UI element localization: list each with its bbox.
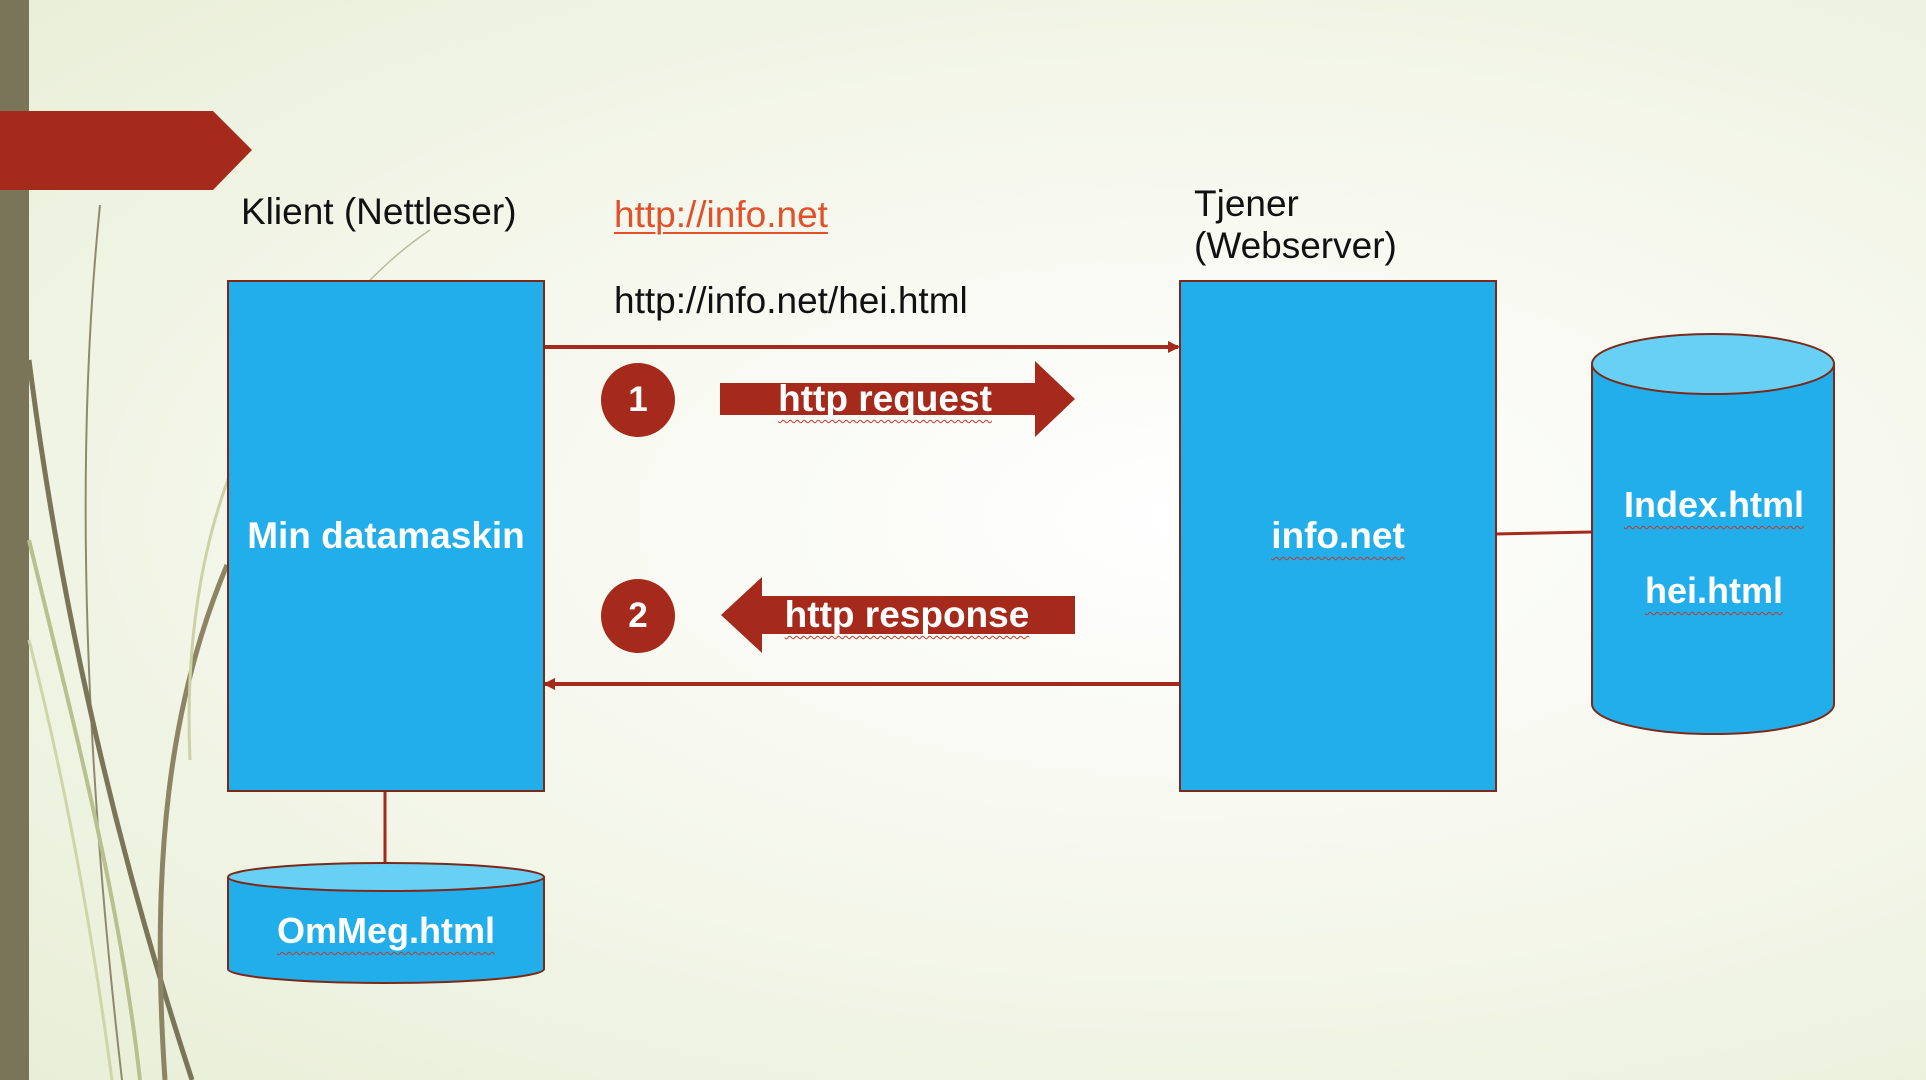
server-db-file-2-label: hei.html: [1644, 570, 1783, 611]
client-label: Klient (Nettleser): [241, 191, 517, 232]
client-computer-label: Min datamaskin: [247, 515, 525, 556]
url-link[interactable]: http://info.net: [614, 194, 828, 235]
server-db-file-1: Index.html: [1592, 484, 1836, 526]
response-arrow-shape: [721, 577, 1075, 653]
title-banner-shape: [0, 111, 252, 190]
server-db-link: [1493, 530, 1593, 536]
server-box-label: info.net: [1271, 515, 1405, 556]
server-db-file-2: hei.html: [1592, 570, 1836, 612]
server-db-file-1-label: Index.html: [1623, 484, 1805, 525]
client-db-file-label: OmMeg.html: [276, 910, 495, 951]
client-db-file: OmMeg.html: [228, 910, 544, 952]
response-label: http response: [784, 594, 1030, 635]
server-label-line2: (Webserver): [1194, 225, 1397, 266]
step-1-badge: 1: [601, 363, 675, 437]
request-label: http request: [778, 378, 992, 419]
url-path-label: http://info.net/hei.html: [614, 280, 968, 322]
step-2-badge: 2: [601, 579, 675, 653]
response-arrow-label: http response: [770, 594, 1044, 636]
server-database: [1591, 333, 1835, 735]
server-label-line1: Tjener: [1194, 183, 1299, 224]
client-database: [227, 862, 545, 984]
server-box: info.net: [1179, 280, 1497, 792]
request-arrow-label: http request: [726, 378, 1044, 420]
url-path-text: http://info.net/hei.html: [614, 280, 968, 321]
client-computer-box: Min datamaskin: [227, 280, 545, 792]
step-2-number: 2: [628, 596, 648, 635]
step-1-number: 1: [628, 380, 648, 419]
request-arrow-shape: [720, 361, 1075, 437]
